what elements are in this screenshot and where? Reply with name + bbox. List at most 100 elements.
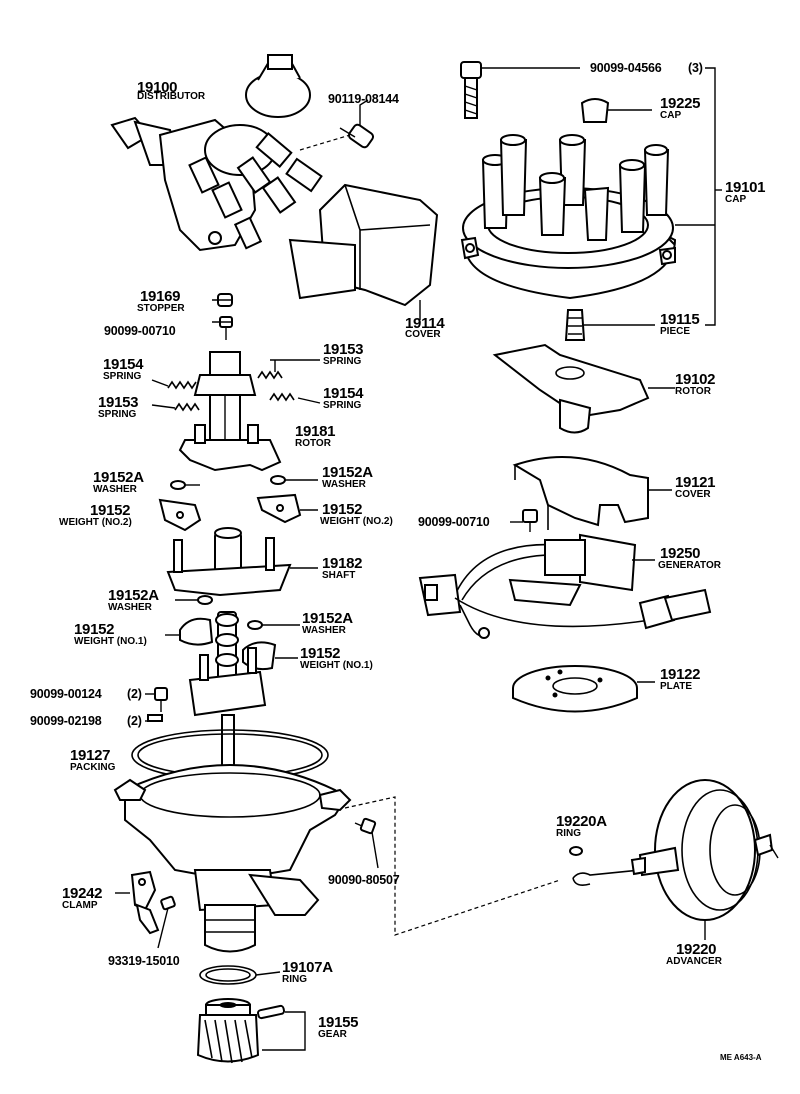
clamp-19242-drawing xyxy=(115,870,176,949)
label-19182-number: 19182 xyxy=(322,555,363,572)
screws-00124-02198-drawing xyxy=(145,687,168,722)
screw-90099-04566-drawing xyxy=(460,61,580,119)
governor-rotor-19181-drawing xyxy=(178,351,282,472)
label-19114-name: COVER xyxy=(405,329,441,340)
label-19220A-name: RING xyxy=(556,828,581,839)
stopper-19169-drawing xyxy=(212,293,233,340)
label-90099-02198-code: 90099-02198 xyxy=(30,714,102,728)
label-19152A-upper-left-number: 19152A xyxy=(93,469,144,486)
label-19154-right-name: SPRING xyxy=(323,400,362,411)
advancer-19220-drawing xyxy=(630,779,779,940)
generator-19250-drawing xyxy=(418,533,712,639)
housing-drawing xyxy=(113,764,352,953)
label-19153-right-number: 19153 xyxy=(323,341,364,358)
label-19182-name: SHAFT xyxy=(322,570,356,581)
label-19100-number: 19100 xyxy=(137,79,178,96)
label-19152-no1-left-number: 19152 xyxy=(74,621,115,638)
label-19152A-lower-right-number: 19152A xyxy=(302,610,353,627)
label-19181-name: ROTOR xyxy=(295,438,331,449)
label-19101-name: CAP xyxy=(725,194,747,205)
label-19127-number: 19127 xyxy=(70,747,111,764)
label-19102-number: 19102 xyxy=(675,371,716,388)
label-19107A-number: 19107A xyxy=(282,959,333,976)
label-19155-name: GEAR xyxy=(318,1029,347,1040)
label-19169-name: STOPPER xyxy=(137,303,185,314)
rotor-19102-drawing xyxy=(492,343,675,434)
carbon-19225-drawing xyxy=(580,98,652,123)
label-19152A-lower-right-name: WASHER xyxy=(302,625,346,636)
label-19152-no1-right-name: WEIGHT (NO.1) xyxy=(300,660,373,671)
cover-19121-drawing xyxy=(512,456,672,530)
screw-90090-drawing xyxy=(344,796,561,936)
label-19127-name: PACKING xyxy=(70,762,116,773)
label-19225-name: CAP xyxy=(660,110,682,121)
label-19107A-name: RING xyxy=(282,974,307,985)
label-19242-name: CLAMP xyxy=(62,900,98,911)
label-19154-right-number: 19154 xyxy=(323,385,364,402)
label-19220-name: ADVANCER xyxy=(666,956,722,967)
oring-19107A-drawing xyxy=(199,965,281,985)
weights-no2-drawing xyxy=(158,493,318,532)
label-19114-number: 19114 xyxy=(405,315,445,332)
label-19102-name: ROTOR xyxy=(675,386,711,397)
label-19152-no2-right-name: WEIGHT (NO.2) xyxy=(320,516,393,527)
label-19122-number: 19122 xyxy=(660,666,701,683)
label-90099-02198-qty: (2) xyxy=(127,714,142,728)
label-90099-00710-right-code: 90099-00710 xyxy=(418,515,490,529)
label-19181-number: 19181 xyxy=(295,423,336,440)
label-19169-number: 19169 xyxy=(140,288,181,305)
cap-group-bracket xyxy=(705,67,722,326)
screw-90119-08144-drawing xyxy=(299,99,375,151)
label-19220-number: 19220 xyxy=(676,941,717,958)
label-90099-00124-code: 90099-00124 xyxy=(30,687,102,701)
washers-lower-drawing xyxy=(175,595,300,630)
label-19154-left-number: 19154 xyxy=(103,356,144,373)
label-19152-no1-right-number: 19152 xyxy=(300,645,341,662)
label-19154-left-name: SPRING xyxy=(103,371,142,382)
label-19250-number: 19250 xyxy=(660,545,701,562)
label-19153-left-name: SPRING xyxy=(98,409,137,420)
cover-19114-drawing xyxy=(288,183,439,320)
label-90090-80507-code: 90090-80507 xyxy=(328,873,400,887)
plate-19122-drawing xyxy=(512,665,655,713)
label-19101-number: 19101 xyxy=(725,179,766,196)
screw-00710-right-drawing xyxy=(510,509,538,532)
ring-19220A-drawing xyxy=(569,846,641,886)
piece-19115-drawing xyxy=(564,309,655,341)
label-19152A-upper-right-name: WASHER xyxy=(322,479,366,490)
label-19153-left-number: 19153 xyxy=(98,394,139,411)
label-19152-no2-left-name: WEIGHT (NO.2) xyxy=(59,517,132,528)
label-19242-number: 19242 xyxy=(62,885,103,902)
label-19152A-lower-left-name: WASHER xyxy=(108,602,152,613)
label-93319-15010-code: 93319-15010 xyxy=(108,954,180,968)
label-19121-number: 19121 xyxy=(675,474,716,491)
label-19115-number: 19115 xyxy=(660,311,700,328)
label-19115-name: PIECE xyxy=(660,326,691,337)
label-19122-name: PLATE xyxy=(660,681,693,692)
label-90099-00710-left-code: 90099-00710 xyxy=(104,324,176,338)
label-19152-no2-left-number: 19152 xyxy=(90,502,131,519)
label-19155-number: 19155 xyxy=(318,1014,359,1031)
figure-id: ME A643-A xyxy=(720,1053,762,1062)
label-19152-no2-right-number: 19152 xyxy=(322,501,363,518)
label-90099-04566-code: 90099-04566 xyxy=(590,61,662,75)
label-19152A-upper-right-number: 19152A xyxy=(322,464,373,481)
label-19153-right-name: SPRING xyxy=(323,356,362,367)
governor-shaft-drawing xyxy=(188,611,267,796)
label-19152A-lower-left-number: 19152A xyxy=(108,587,159,604)
label-19121-name: COVER xyxy=(675,489,711,500)
label-90119-code: 90119-08144 xyxy=(328,92,399,106)
springs-drawing xyxy=(151,359,321,412)
label-19100-name: DISTRIBUTOR xyxy=(137,91,206,102)
distributor-assembly-drawing xyxy=(110,54,323,252)
label-19152A-upper-left-name: WASHER xyxy=(93,484,137,495)
label-19152-no1-left-name: WEIGHT (NO.1) xyxy=(74,636,147,647)
shaft-19182-drawing xyxy=(166,527,318,597)
label-19225-number: 19225 xyxy=(660,95,701,112)
washers-upper-drawing xyxy=(170,475,318,490)
gear-19155-drawing xyxy=(196,998,306,1064)
label-90099-04566-qty: (3) xyxy=(688,61,703,75)
label-19220A-number: 19220A xyxy=(556,813,607,830)
